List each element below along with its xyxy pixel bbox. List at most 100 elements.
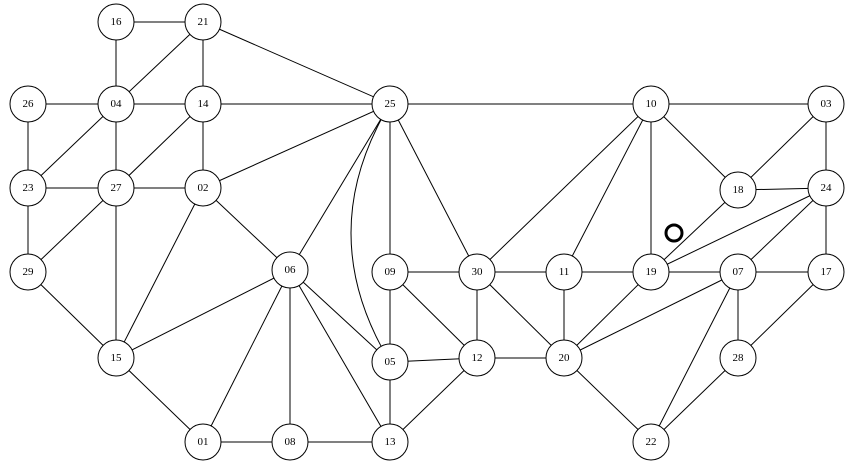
node-20: 20 — [545, 339, 583, 377]
node-label-21: 21 — [198, 16, 209, 28]
node-label-12: 12 — [472, 352, 483, 364]
node-circle-19 — [632, 253, 670, 291]
node-27: 27 — [97, 169, 135, 207]
node-29: 29 — [9, 253, 47, 291]
edge-20-22 — [563, 357, 652, 443]
node-label-15: 15 — [111, 352, 123, 364]
node-circle-11 — [545, 253, 583, 291]
node-25: 25 — [371, 85, 409, 123]
node-circle-09 — [371, 253, 409, 291]
node-24: 24 — [807, 169, 845, 207]
edge-06-13 — [289, 269, 391, 443]
edge-02-25 — [202, 103, 391, 189]
node-15: 15 — [97, 339, 135, 377]
node-label-30: 30 — [472, 266, 484, 278]
node-circle-29 — [9, 253, 47, 291]
node-26: 26 — [9, 85, 47, 123]
node-01: 01 — [184, 423, 222, 461]
node-circle-15 — [97, 339, 135, 377]
node-label-28: 28 — [733, 352, 745, 364]
node-circle-14 — [184, 85, 222, 123]
node-label-26: 26 — [23, 98, 35, 110]
edge-10-18 — [650, 103, 739, 191]
edge-04-23 — [27, 103, 117, 189]
node-label-19: 19 — [646, 266, 658, 278]
node-circle-05 — [371, 343, 409, 381]
edge-14-27 — [115, 103, 204, 189]
node-label-23: 23 — [23, 182, 35, 194]
edge-17-28 — [737, 271, 827, 359]
node-circle-28 — [719, 339, 757, 377]
node-label-01: 01 — [198, 436, 209, 448]
nodes-layer: 01 02 03 04 05 06 07 08 09 10 11 12 13 14 15 16 17 18 19 20… — [9, 3, 845, 461]
node-circle-27 — [97, 169, 135, 207]
node-circle-06 — [271, 251, 309, 289]
node-02: 02 — [184, 169, 222, 207]
node-label-20: 20 — [559, 352, 571, 364]
node-label-08: 08 — [285, 436, 297, 448]
node-label-03: 03 — [821, 98, 833, 110]
edge-10-30 — [476, 103, 652, 273]
edge-03-18 — [737, 103, 827, 191]
edge-21-25 — [202, 21, 391, 105]
node-label-11: 11 — [559, 266, 570, 278]
node-label-14: 14 — [198, 98, 210, 110]
node-circle-02 — [184, 169, 222, 207]
node-label-09: 09 — [385, 266, 397, 278]
node-circle-12 — [458, 339, 496, 377]
node-05: 05 — [371, 343, 409, 381]
edge-28-22 — [650, 357, 739, 443]
edge-18-19 — [650, 189, 739, 273]
node-label-06: 06 — [285, 264, 297, 276]
node-30: 30 — [458, 253, 496, 291]
edge-19-20 — [563, 271, 652, 359]
node-19: 19 — [632, 253, 670, 291]
node-circle-26 — [9, 85, 47, 123]
node-10: 10 — [632, 85, 670, 123]
node-17: 17 — [807, 253, 845, 291]
node-03: 03 — [807, 85, 845, 123]
edge-15-01 — [115, 357, 204, 443]
node-23: 23 — [9, 169, 47, 207]
edge-06-01 — [202, 269, 291, 443]
edge-06-25 — [289, 103, 391, 271]
node-label-24: 24 — [821, 182, 833, 194]
edge-07-22 — [650, 271, 739, 443]
node-07: 07 — [719, 253, 757, 291]
node-06: 06 — [271, 251, 309, 289]
node-18: 18 — [719, 171, 757, 209]
node-circle-30 — [458, 253, 496, 291]
edge-24-07 — [737, 187, 827, 273]
node-circle-07 — [719, 253, 757, 291]
edge-25-05 — [350, 103, 391, 363]
node-label-16: 16 — [111, 16, 123, 28]
node-12: 12 — [458, 339, 496, 377]
edge-29-27 — [27, 187, 117, 273]
edge-10-11 — [563, 103, 652, 273]
node-circle-13 — [371, 423, 409, 461]
node-circle-03 — [807, 85, 845, 123]
node-circle-25 — [371, 85, 409, 123]
edge-02-06 — [202, 187, 291, 271]
node-04: 04 — [97, 85, 135, 123]
node-circle-04 — [97, 85, 135, 123]
edge-30-20 — [476, 271, 565, 359]
node-circle-08 — [271, 423, 309, 461]
node-circle-22 — [632, 423, 670, 461]
edge-06-15 — [115, 269, 291, 359]
node-label-27: 27 — [111, 182, 123, 194]
edge-07-20 — [563, 271, 739, 359]
edge-24-19 — [650, 187, 827, 273]
node-label-13: 13 — [385, 436, 397, 448]
node-label-18: 18 — [733, 184, 745, 196]
node-circle-20 — [545, 339, 583, 377]
node-14: 14 — [184, 85, 222, 123]
node-label-04: 04 — [111, 98, 123, 110]
edge-12-13 — [389, 357, 478, 443]
node-21: 21 — [184, 3, 222, 41]
edge-06-05 — [289, 269, 391, 363]
node-circle-18 — [719, 171, 757, 209]
edge-21-04 — [115, 21, 204, 105]
node-28: 28 — [719, 339, 757, 377]
